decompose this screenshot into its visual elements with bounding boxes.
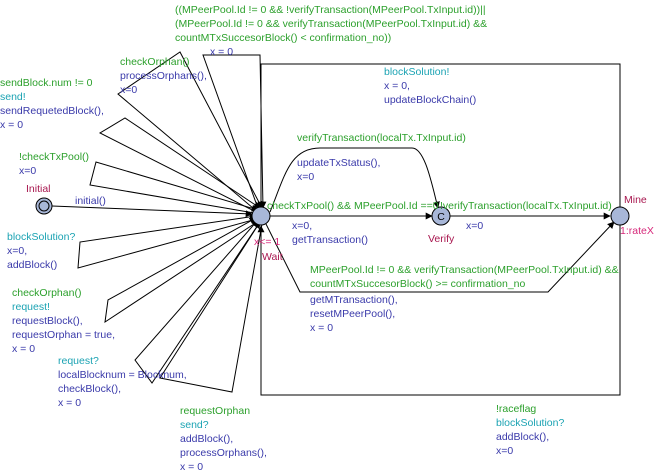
edge-request-loop[interactable] xyxy=(134,219,261,384)
block-solution-update-0: x=0, xyxy=(7,245,27,257)
edge-verify-self-loop[interactable] xyxy=(269,147,440,213)
edge-block-solution-send[interactable] xyxy=(257,63,621,209)
initial-update: initial() xyxy=(75,195,106,207)
mine-to-wait-guard: !raceflag xyxy=(496,403,536,415)
wait-to-mine-update-1: resetMPeerPool(), xyxy=(310,308,395,320)
location-name-initial: Initial xyxy=(26,183,51,195)
edge-initial-to-wait[interactable] xyxy=(51,205,253,218)
request-recv-update-0: localBlocknum = Blocknum, xyxy=(58,369,187,381)
mine-to-wait-update-1: x=0 xyxy=(496,445,513,457)
wait-to-mine-update-0: getMTransaction(), xyxy=(310,294,398,306)
location-initial[interactable] xyxy=(35,197,53,215)
check-orphan-request-update-1: requestOrphan = true, xyxy=(12,329,115,341)
check-orphan-update-1: x=0 xyxy=(120,84,137,96)
edge-wait-to-mine[interactable] xyxy=(265,221,615,293)
wait-to-mine-guard-1: countMTxSuccesorBlock() >= confirmation_… xyxy=(310,278,526,290)
block-solution-sync: blockSolution? xyxy=(7,231,75,243)
request-orphan-update-2: x = 0 xyxy=(180,461,203,470)
location-mine[interactable] xyxy=(610,206,630,226)
invariant-wait: x<= 1 xyxy=(254,236,280,248)
orphan-verify-guard-2: countMTxSuccesorBlock() < confirmation_n… xyxy=(175,32,391,44)
mine-to-wait-sync: blockSolution? xyxy=(496,417,564,429)
verify-local-tx-guard: verifyTransaction(localTx.TxInput.id) xyxy=(297,132,466,144)
block-solution-send-sync: blockSolution! xyxy=(384,66,449,78)
verify-local-tx-update-1: x=0 xyxy=(297,171,314,183)
wait-to-mine-update-2: x = 0 xyxy=(310,322,333,334)
check-orphan-request-guard: checkOrphan() xyxy=(12,287,81,299)
request-recv-sync: request? xyxy=(58,355,99,367)
wait-to-verify-update-1: getTransaction() xyxy=(292,234,368,246)
send-block-update-0: sendRequetedBlock(), xyxy=(0,105,104,117)
check-orphan-request-update-2: x = 0 xyxy=(12,343,35,355)
request-orphan-update-1: processOrphans(), xyxy=(180,447,267,459)
edge-check-txpool-loop[interactable] xyxy=(89,161,261,215)
verify-to-mine-guard: !verifyTransaction(localTx.TxInput.id) xyxy=(440,200,612,212)
edge-request-orphan-loop[interactable] xyxy=(159,221,263,393)
orphan-verify-guard-1: (MPeerPool.Id != 0 && verifyTransaction(… xyxy=(175,18,487,30)
verify-to-mine-update: x=0 xyxy=(466,220,483,232)
block-solution-send-update-0: x = 0, xyxy=(384,80,410,92)
check-orphan-request-sync: request! xyxy=(12,301,50,313)
block-solution-update-1: addBlock() xyxy=(7,259,57,271)
request-orphan-guard: requestOrphan xyxy=(180,405,250,417)
wait-to-mine-guard-0: MPeerPool.Id != 0 && verifyTransaction(M… xyxy=(310,264,619,276)
transition-edges xyxy=(51,147,615,293)
self-loop-edges xyxy=(77,51,267,393)
request-orphan-sync: send? xyxy=(180,419,209,431)
send-block-sync: send! xyxy=(0,91,26,103)
edge-mine-to-wait[interactable] xyxy=(257,224,621,396)
wait-to-verify-guard: checkTxPool() && MPeerPool.Id ==0 xyxy=(267,200,439,212)
main-cycle-edges xyxy=(257,63,621,396)
orphan-verify-guard-0: ((MPeerPool.Id != 0 && !verifyTransactio… xyxy=(175,4,486,16)
block-solution-send-update-1: updateBlockChain() xyxy=(384,94,476,106)
request-recv-update-2: x = 0 xyxy=(58,397,81,409)
mine-to-wait-update-0: addBlock(), xyxy=(496,431,549,443)
labels: initial() ((MPeerPool.Id != 0 && !verify… xyxy=(0,4,619,470)
check-orphan-update-0: processOrphans(), xyxy=(120,70,207,82)
send-block-update-1: x = 0 xyxy=(0,119,23,131)
rate-mine: 1:rateX xyxy=(620,225,654,237)
check-txpool-update: x=0 xyxy=(19,165,36,177)
check-orphan-guard: checkOrphan() xyxy=(120,56,189,68)
edge-block-solution-loop[interactable] xyxy=(77,213,261,269)
location-name-mine: Mine xyxy=(624,194,647,206)
request-recv-update-1: checkBlock(), xyxy=(58,383,121,395)
committed-mark: C xyxy=(437,211,445,223)
request-orphan-update-0: addBlock(), xyxy=(180,433,233,445)
edge-send-block-loop[interactable] xyxy=(98,117,261,215)
verify-local-tx-update-0: updateTxStatus(), xyxy=(297,157,380,169)
check-orphan-request-update-0: requestBlock(), xyxy=(12,315,83,327)
location-verify[interactable]: C xyxy=(431,206,451,226)
location-name-verify: Verify xyxy=(428,233,455,245)
edge-check-orphan-request-loop[interactable] xyxy=(104,217,261,324)
wait-to-verify-update-0: x=0, xyxy=(292,220,312,232)
edge-check-orphan-loop[interactable] xyxy=(117,51,263,215)
location-name-wait: Wait xyxy=(262,251,283,263)
orphan-verify-update-0: x = 0 xyxy=(210,46,233,58)
location-wait[interactable] xyxy=(251,206,271,226)
send-block-guard: sendBlock.num != 0 xyxy=(0,77,93,89)
check-txpool-guard: !checkTxPool() xyxy=(19,151,89,163)
